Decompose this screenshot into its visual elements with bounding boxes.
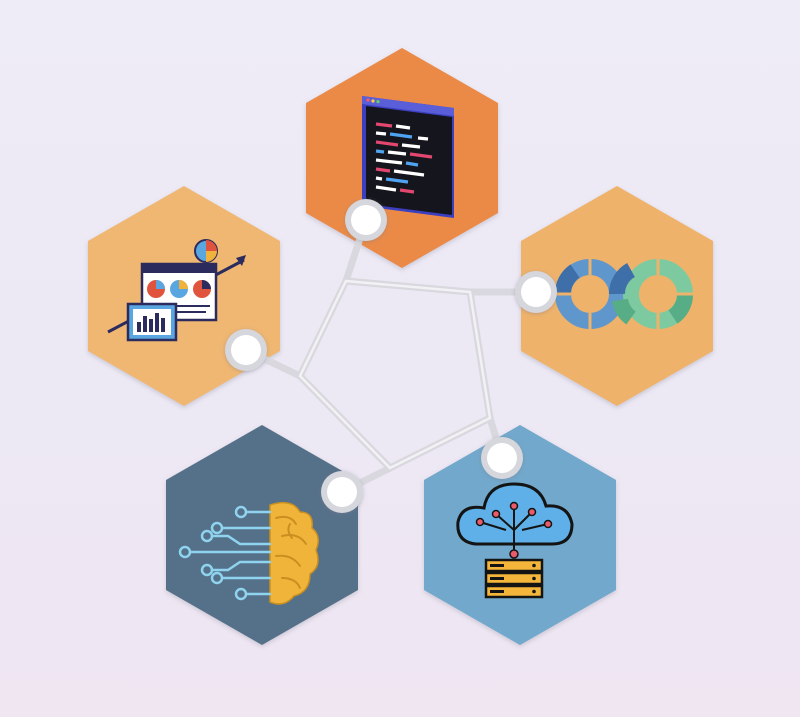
hexagon-bottom-left xyxy=(166,425,358,645)
brain-circuit-icon xyxy=(178,501,319,605)
cloud-server-icon xyxy=(456,482,574,599)
connector-knob-top xyxy=(345,199,387,241)
connector-knob-bottom-left xyxy=(321,471,363,513)
connector-knob-right xyxy=(515,271,557,313)
analytics-dashboard-icon xyxy=(107,239,246,342)
infinity-loop-icon xyxy=(555,259,693,329)
code-window-icon xyxy=(362,96,454,218)
connector-knob-left xyxy=(225,329,267,371)
connector-knob-bottom-right xyxy=(481,437,523,479)
